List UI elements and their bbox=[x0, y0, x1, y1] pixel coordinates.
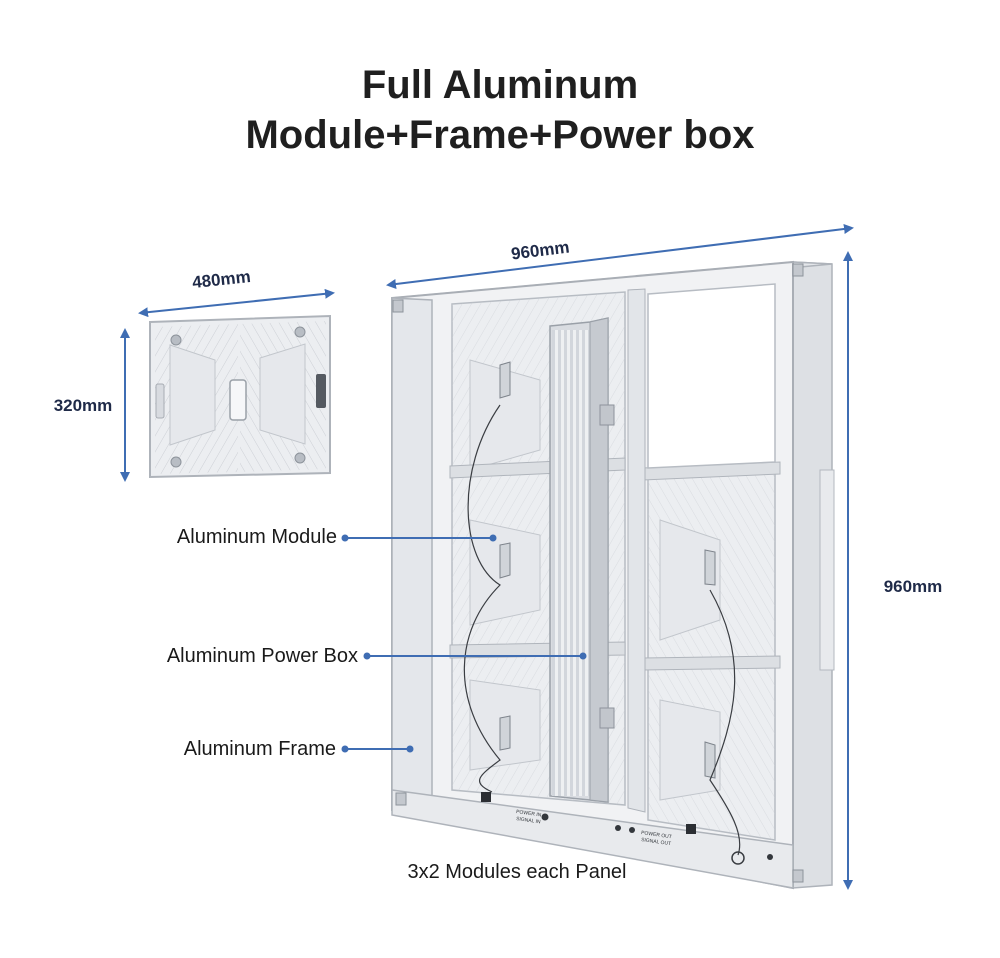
screw-icon bbox=[294, 326, 306, 338]
callout-dot bbox=[489, 534, 497, 542]
power-in-label: POWER IN bbox=[516, 809, 542, 819]
callout-frame-label: Aluminum Frame bbox=[184, 738, 336, 760]
single-module bbox=[149, 314, 331, 479]
title-line-1: Full Aluminum bbox=[361, 63, 639, 107]
signal-in-label: SIGNAL IN bbox=[516, 816, 542, 825]
title-line-2: Module+Frame+Power box bbox=[245, 113, 755, 157]
screw-icon bbox=[170, 456, 182, 468]
cabinet-panel: POWER IN SIGNAL IN POWER OUT SIGNAL OUT bbox=[391, 260, 835, 890]
signal-out-label: SIGNAL OUT bbox=[641, 837, 672, 847]
screw-icon bbox=[294, 452, 306, 464]
power-out-label: POWER OUT bbox=[641, 830, 672, 840]
callout-frame: Aluminum Frame bbox=[184, 738, 414, 760]
page-title: Full Aluminum Module+Frame+Power box bbox=[0, 60, 1000, 160]
frame-bottom-rail bbox=[391, 789, 794, 889]
panel-height-label: 960mm bbox=[884, 577, 943, 596]
screw-icon bbox=[170, 334, 182, 346]
callout-module-label: Aluminum Module bbox=[177, 526, 337, 548]
callout-power-box: Aluminum Power Box bbox=[167, 645, 587, 667]
callout-module: Aluminum Module bbox=[177, 526, 497, 548]
module-width-label: 480mm bbox=[191, 267, 251, 292]
callout-power-box-label: Aluminum Power Box bbox=[167, 645, 358, 667]
panel-caption: 3x2 Modules each Panel bbox=[407, 861, 626, 883]
panel-width-label: 960mm bbox=[510, 238, 570, 264]
module-height-label: 320mm bbox=[54, 396, 113, 415]
module-height-dimension: 320mm bbox=[54, 328, 130, 482]
power-box bbox=[549, 317, 615, 803]
callout-dot bbox=[406, 745, 414, 753]
module-width-dimension: 480mm bbox=[138, 267, 335, 318]
panel-height-dimension: 960mm bbox=[843, 251, 943, 890]
callout-dot bbox=[579, 652, 587, 660]
